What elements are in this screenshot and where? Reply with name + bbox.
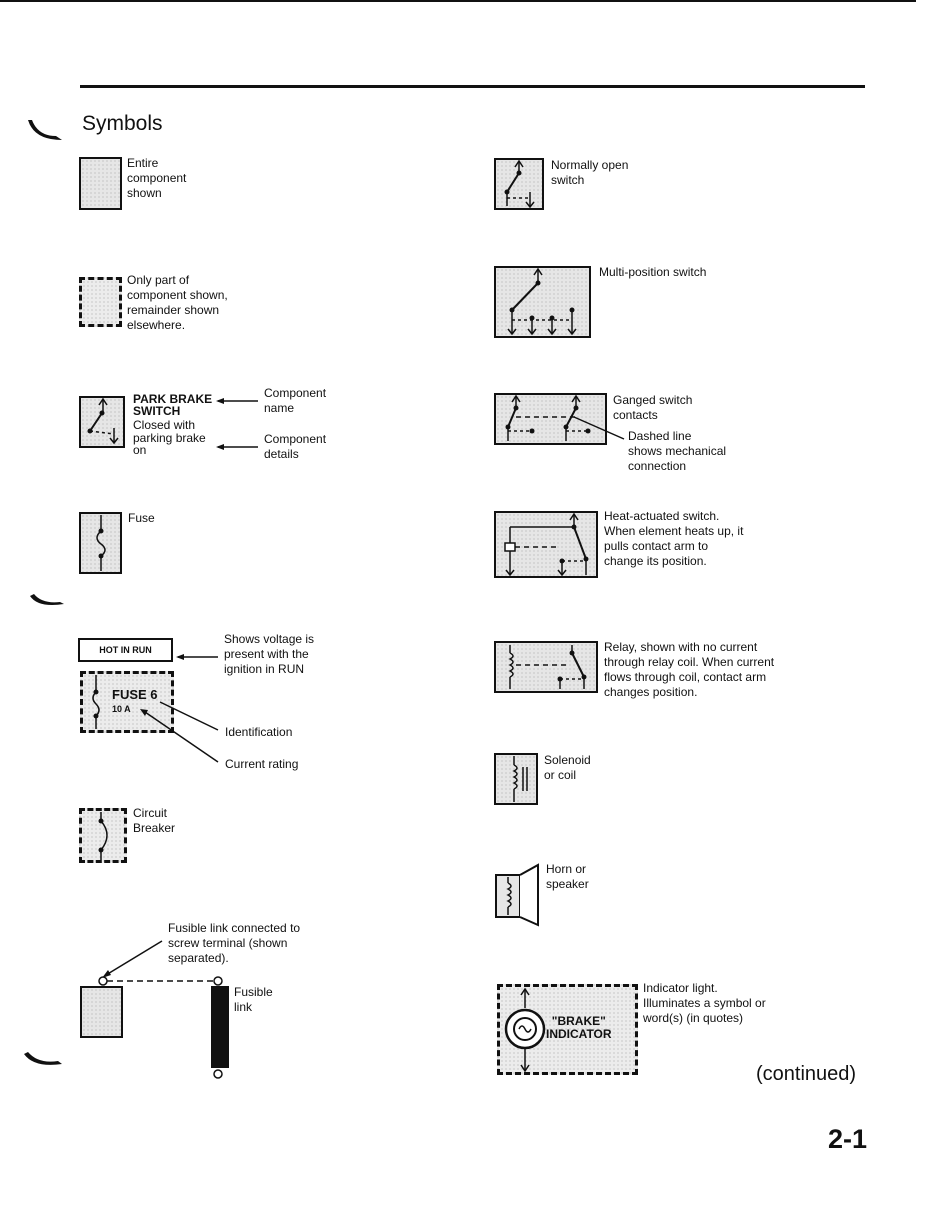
component-details-text: Closed with parking brake on [133,418,206,457]
arrow-icon [176,654,218,660]
component-name-label: Component name [264,386,327,415]
heat-switch-icon [504,512,589,577]
fuse-id-text: FUSE 6 [112,687,158,702]
page-number: 2-1 [828,1124,868,1154]
hot-in-run-box: HOT IN RUN [78,638,173,662]
switch-open-icon [504,159,535,209]
top-border [0,0,916,2]
multi-position-switch-symbol [494,266,591,338]
multi-switch-icon [507,267,577,336]
arrow-icon [216,398,258,404]
arrow-icon [216,444,258,450]
multi-position-label: Multi-position switch [599,265,707,279]
solenoid-label: Solenoid or coil [544,753,591,782]
switch-contact-icon [87,397,119,445]
fusible-link-component [80,986,123,1038]
heat-switch-label: Heat-actuated switch. When element heats… [604,509,744,568]
continued-label: (continued) [756,1063,857,1085]
ganged-switch-label: Ganged switch contacts [613,393,693,422]
horn-icon [495,863,539,927]
fuse-label: Fuse [128,511,155,525]
fuse-wire-icon [92,675,100,729]
partial-component-label: Only part of component shown, remainder … [127,273,228,332]
margin-tab-mark [30,594,64,605]
indicator-light-label: Indicator light. Illuminates a symbol or… [643,981,766,1025]
entire-component-label: Entire component shown [127,156,187,200]
voltage-note: Shows voltage is present with the igniti… [224,632,315,676]
relay-icon [508,645,587,689]
circuit-breaker-label: Circuit Breaker [133,806,176,835]
component-name-text: PARK BRAKE SWITCH [133,392,213,418]
breaker-icon [98,812,108,860]
coil-icon [512,756,528,802]
fuse-icon [96,515,106,571]
section-title: Symbols [82,112,163,135]
hot-in-run-text: HOT IN RUN [99,645,152,655]
dashed-line-label: Dashed line shows mechanical connection [628,429,727,473]
relay-label: Relay, shown with no current through rel… [604,640,775,699]
indicator-word-text: "BRAKE" INDICATOR [546,1014,612,1041]
identification-label: Identification [225,725,293,739]
margin-tab-mark [24,1052,62,1065]
ganged-switch-icon [505,394,625,441]
normally-open-label: Normally open switch [551,158,629,187]
current-rating-label: Current rating [225,757,299,771]
fusible-link-label: Fusible link [234,985,273,1014]
relay-symbol [494,641,598,693]
partial-component-symbol [79,277,122,327]
fusible-link-note: Fusible link connected to screw terminal… [168,921,301,965]
margin-tab-mark [28,120,62,140]
horn-label: Horn or speaker [546,862,589,891]
header-rule [80,85,865,88]
fuse-rating-text: 10 A [112,704,131,714]
component-details-label: Component details [264,432,327,461]
entire-component-symbol [79,157,122,210]
indicator-lamp-icon [504,987,546,1073]
circuit-breaker-symbol [79,808,127,863]
